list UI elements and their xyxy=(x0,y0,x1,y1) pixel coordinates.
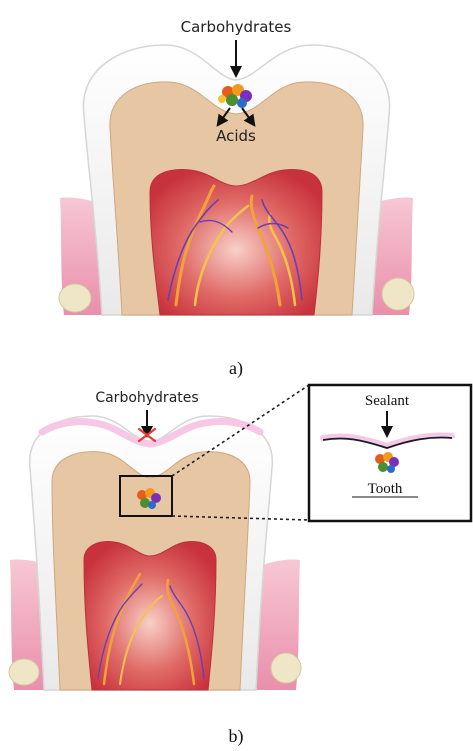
caption-b: b) xyxy=(229,726,244,747)
bone-left xyxy=(59,284,91,312)
carbs-label-a: Carbohydrates xyxy=(181,18,292,36)
carbs-label-b: Carbohydrates xyxy=(95,390,198,406)
panel-b: Carbohydrates Sealant xyxy=(9,385,471,747)
caption-a: a) xyxy=(229,358,243,379)
pulp-b xyxy=(84,542,216,690)
bone-left-b xyxy=(9,659,39,685)
bone-right xyxy=(382,278,414,310)
acids-label: Acids xyxy=(216,127,256,145)
panel-a: Carbohydrates Acids a) xyxy=(59,18,414,379)
pulp-a xyxy=(150,170,322,315)
bone-right-b xyxy=(271,653,301,683)
sealant-label: Sealant xyxy=(365,393,410,409)
tooth-label: Tooth xyxy=(368,481,403,497)
